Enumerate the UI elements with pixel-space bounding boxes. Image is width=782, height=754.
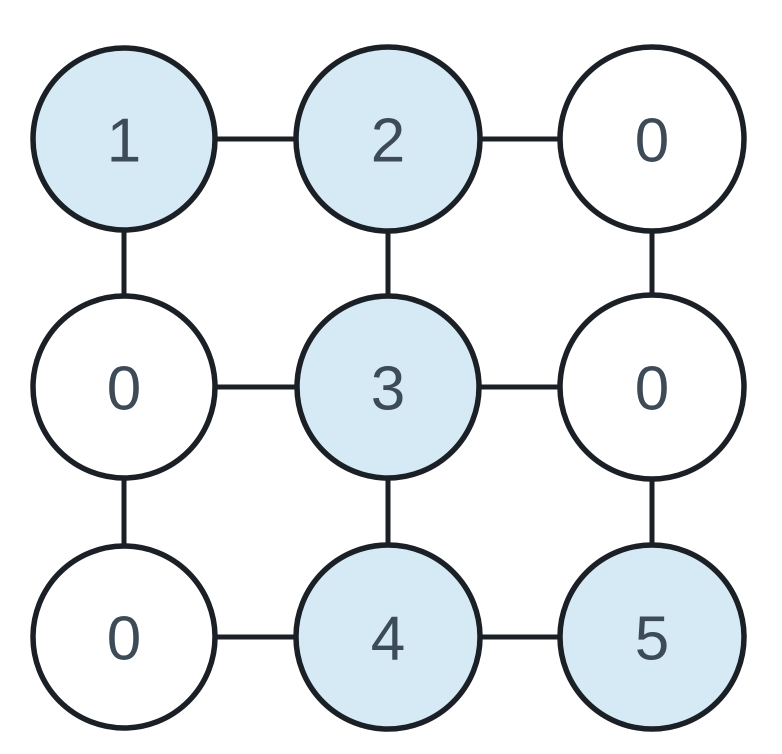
node-label: 4 xyxy=(371,605,405,674)
graph-node[interactable]: 0 xyxy=(557,292,747,482)
node-circle[interactable] xyxy=(294,293,482,481)
graph-node[interactable]: 0 xyxy=(30,543,218,731)
node-label: 0 xyxy=(635,355,669,424)
node-label: 0 xyxy=(107,605,141,674)
graph-node[interactable]: 3 xyxy=(294,293,482,481)
graph-node[interactable]: 4 xyxy=(293,542,483,732)
node-circle[interactable] xyxy=(30,293,218,481)
node-circle[interactable] xyxy=(30,45,218,233)
node-label: 0 xyxy=(107,355,141,424)
node-label: 1 xyxy=(107,107,141,176)
node-label: 2 xyxy=(371,107,405,176)
edge-layer xyxy=(121,136,655,640)
graph-node[interactable]: 5 xyxy=(557,542,747,732)
graph-node[interactable]: 0 xyxy=(557,44,747,234)
node-circle[interactable] xyxy=(557,44,747,234)
node-circle[interactable] xyxy=(293,542,483,732)
node-circle[interactable] xyxy=(557,292,747,482)
node-label: 0 xyxy=(635,107,669,176)
node-circle[interactable] xyxy=(30,543,218,731)
node-circle[interactable] xyxy=(293,44,483,234)
graph-node[interactable]: 2 xyxy=(293,44,483,234)
node-label: 5 xyxy=(635,605,669,674)
node-circle[interactable] xyxy=(557,542,747,732)
graph-node[interactable]: 1 xyxy=(30,45,218,233)
graph-node[interactable]: 0 xyxy=(30,293,218,481)
node-layer: 1 2 0 0 3 0 0 4 5 xyxy=(30,44,747,732)
node-label: 3 xyxy=(371,355,405,424)
